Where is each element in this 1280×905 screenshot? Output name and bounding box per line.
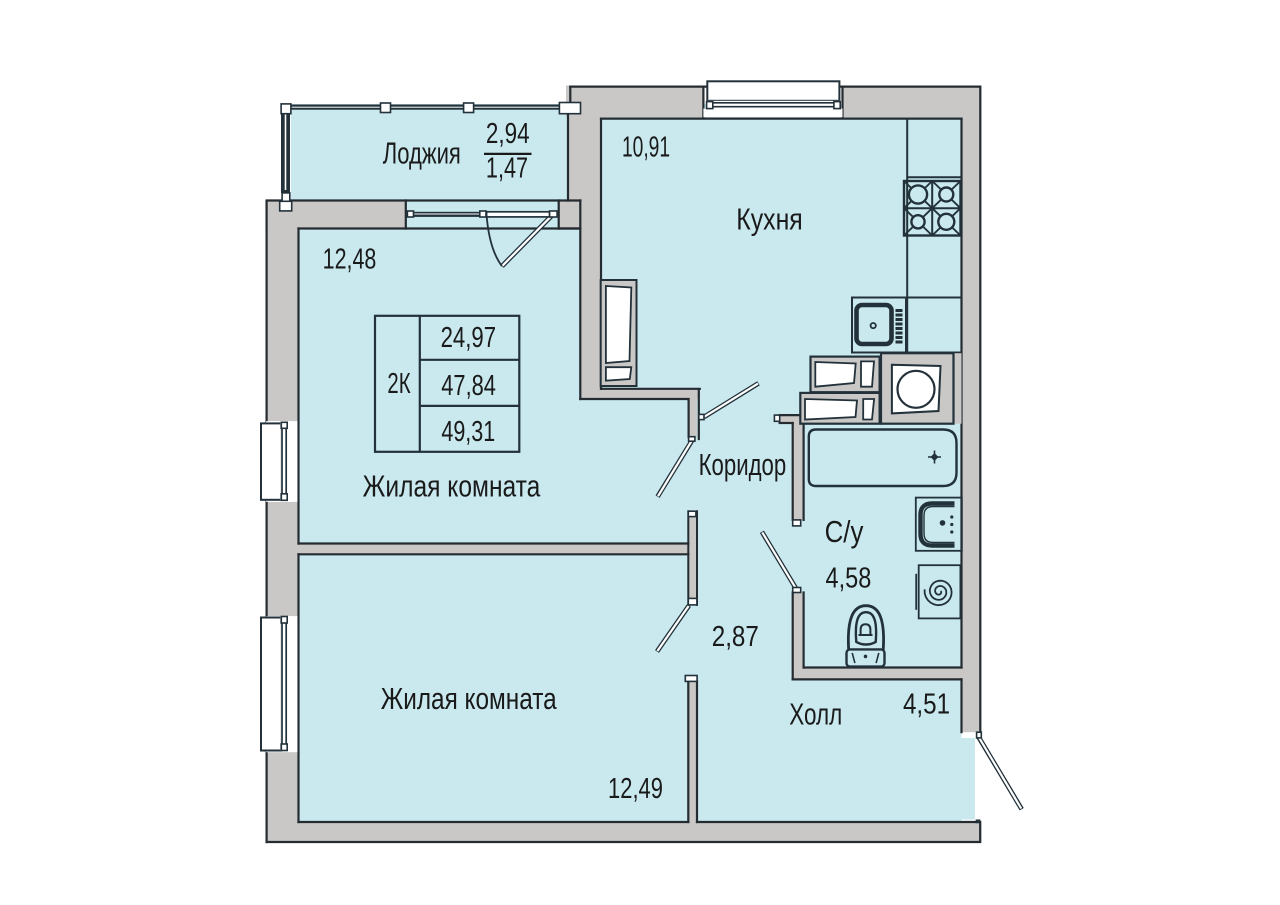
svg-text:2К: 2К (387, 369, 411, 400)
svg-text:2,94: 2,94 (486, 119, 530, 150)
svg-text:Холл: Холл (789, 696, 842, 731)
svg-text:4,51: 4,51 (903, 688, 950, 720)
svg-text:24,97: 24,97 (441, 322, 496, 353)
svg-text:12,48: 12,48 (323, 243, 377, 275)
svg-text:1,47: 1,47 (486, 153, 528, 185)
svg-text:49,31: 49,31 (441, 416, 495, 448)
svg-text:С/у: С/у (825, 515, 864, 550)
svg-text:Лоджия: Лоджия (383, 136, 461, 171)
svg-text:12,49: 12,49 (608, 773, 663, 804)
svg-text:4,58: 4,58 (826, 561, 872, 594)
svg-text:Жилая комната: Жилая комната (363, 469, 541, 503)
svg-text:Жилая комната: Жилая комната (381, 681, 557, 715)
svg-text:2,87: 2,87 (712, 620, 759, 652)
svg-text:10,91: 10,91 (622, 132, 670, 164)
svg-text:Кухня: Кухня (736, 202, 802, 236)
svg-text:Коридор: Коридор (699, 448, 787, 482)
svg-text:47,84: 47,84 (441, 370, 496, 401)
